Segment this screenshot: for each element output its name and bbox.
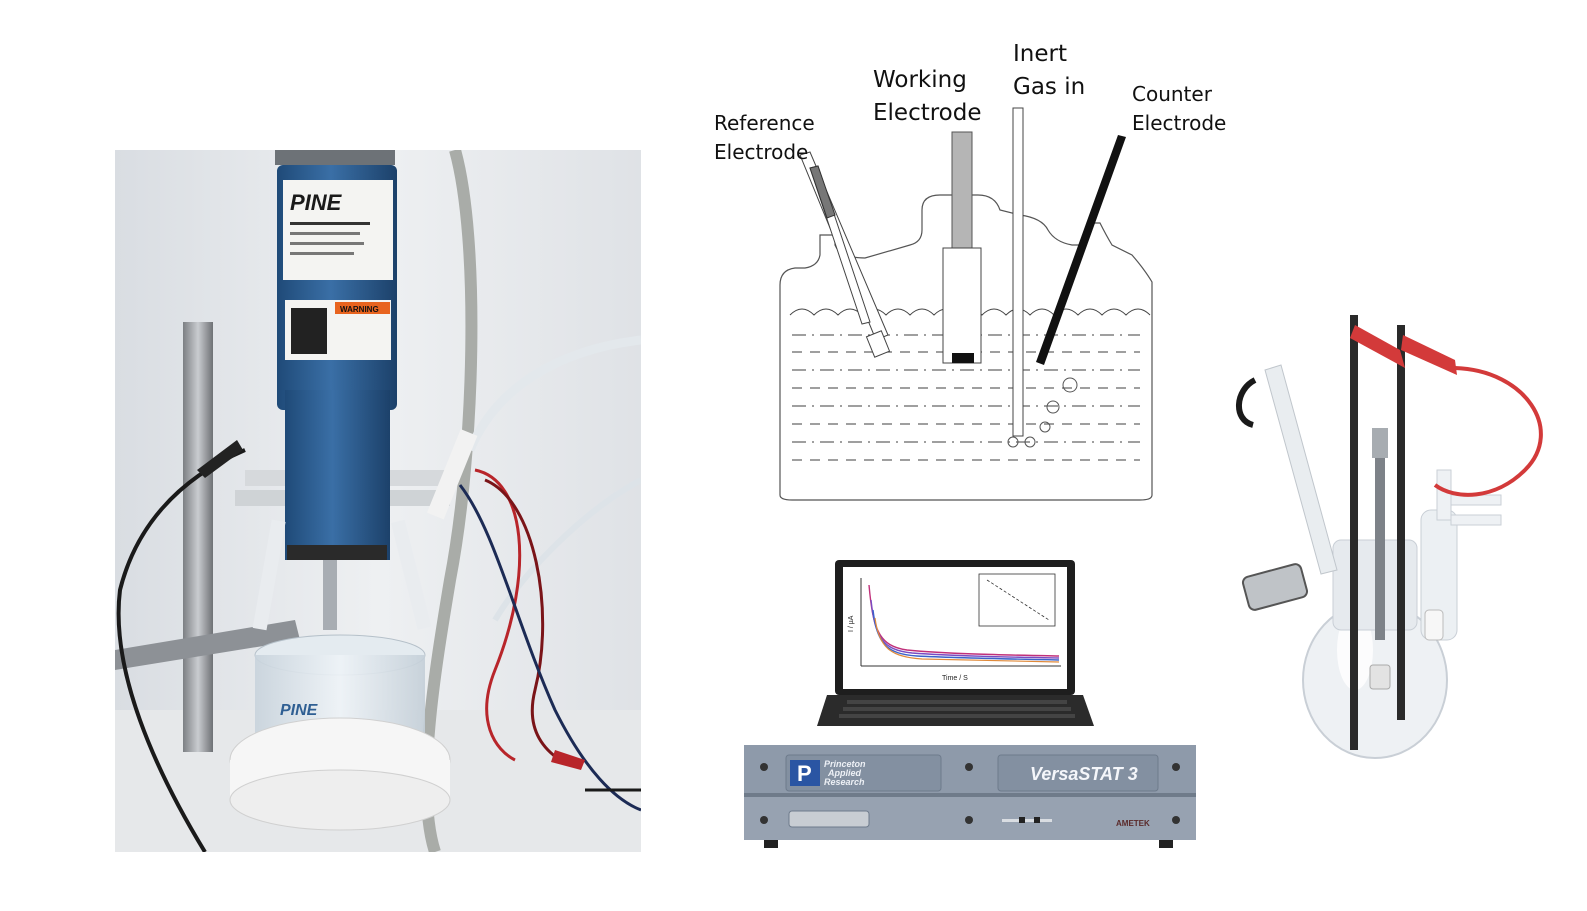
- reference-electrode-label: Reference Electrode: [714, 111, 815, 164]
- glass-cell-photo: [1225, 310, 1555, 770]
- svg-text:P: P: [797, 761, 812, 786]
- potentiostat-model: VersaSTAT 3: [1030, 764, 1138, 784]
- glass-cell-illustration: [1236, 315, 1543, 759]
- laptop-illustration: Time / S I / µA: [817, 560, 1094, 728]
- potentiostat-maker-line2: Applied: [827, 768, 862, 778]
- potentiostat-maker-line1: Princeton: [824, 759, 866, 769]
- electrochemical-cell-diagram: [700, 30, 1260, 510]
- rde-setup-illustration: PINE WARNING PINE: [115, 148, 643, 854]
- inert-gas-label: Inert Gas in: [1013, 41, 1086, 101]
- counter-electrode-drawing: [1036, 135, 1126, 365]
- rde-setup-photo: PINE WARNING PINE: [115, 148, 643, 854]
- reference-electrode-drawing: [799, 151, 891, 358]
- red-clip-left: [1350, 325, 1405, 368]
- laptop-plot-xlabel: Time / S: [942, 675, 968, 682]
- cell-brand: PINE: [280, 702, 319, 719]
- counter-electrode-label: Counter Electrode: [1132, 82, 1227, 135]
- working-electrode-label: Working Electrode: [873, 67, 982, 127]
- black-electrode-right: [1397, 325, 1405, 720]
- potentiostat-unit: P Princeton Applied Research VersaSTAT 3…: [744, 745, 1196, 850]
- motor-brand: PINE: [290, 190, 343, 215]
- working-electrode-drawing: [942, 131, 982, 364]
- red-clip-right: [1401, 335, 1457, 375]
- cell-schematic: [779, 107, 1153, 501]
- laptop-plot-ylabel: I / µA: [848, 615, 855, 632]
- inert-gas-tube-drawing: [1007, 107, 1078, 448]
- warning-text: WARNING: [340, 305, 379, 314]
- potentiostat-maker-line3: Research: [824, 777, 865, 787]
- red-lead: [1433, 366, 1543, 497]
- potentiostat-vendor: AMETEK: [1116, 819, 1150, 828]
- black-electrode-left: [1350, 315, 1358, 750]
